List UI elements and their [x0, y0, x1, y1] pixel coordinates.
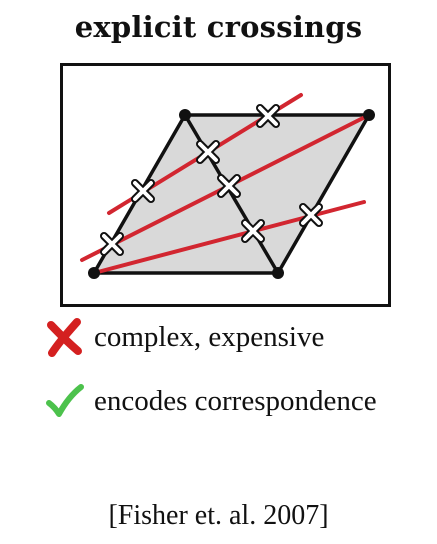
mesh-vertex — [179, 109, 191, 121]
red-line-lower — [92, 200, 366, 275]
crossings-diagram — [80, 93, 375, 279]
red-cross-icon — [44, 317, 84, 357]
mesh-vertex — [88, 267, 100, 279]
crossing-marker — [196, 140, 220, 164]
crossings-diagram-frame — [60, 63, 391, 307]
bullet-con-text: complex, expensive — [94, 320, 325, 353]
crossing-marker — [100, 232, 124, 256]
crossing-marker — [131, 179, 155, 203]
crossing-marker — [256, 104, 280, 128]
crossing-marker — [217, 174, 241, 198]
mesh-vertex — [272, 267, 284, 279]
crossing-marker — [241, 219, 265, 243]
citation: [Fisher et. al. 2007] — [108, 500, 329, 531]
bullet-pro-text: encodes correspondence — [94, 384, 377, 417]
mesh-vertex — [363, 109, 375, 121]
bullet-pro: encodes correspondence — [44, 379, 377, 423]
slide-title: explicit crossings — [74, 10, 363, 44]
crossing-marker — [299, 203, 323, 227]
bullet-con: complex, expensive — [44, 315, 324, 359]
green-check-icon — [44, 381, 84, 421]
